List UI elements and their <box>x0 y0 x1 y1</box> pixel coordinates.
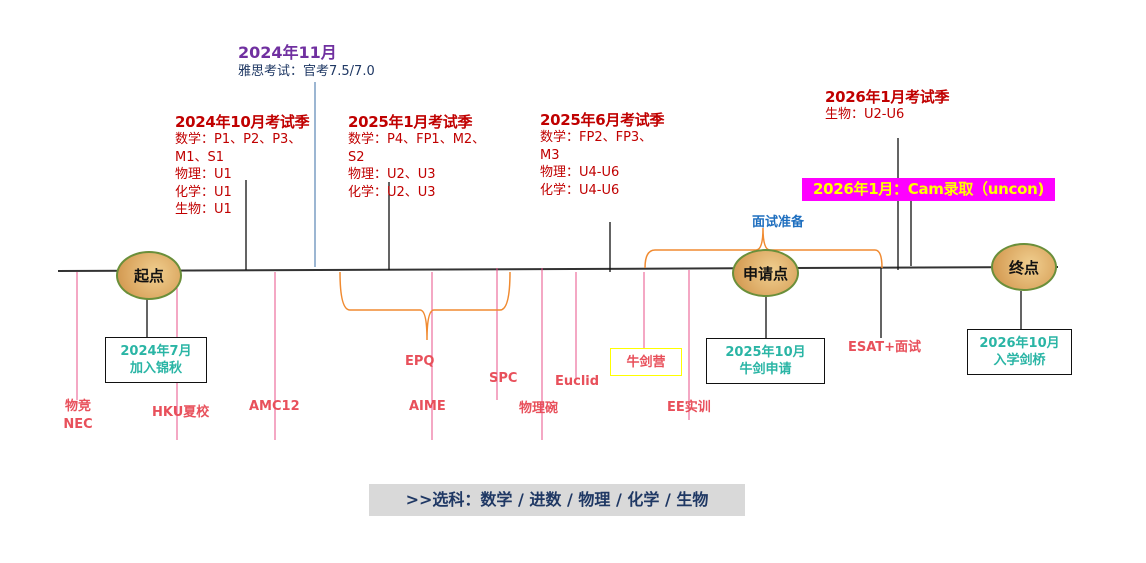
activity-euclid: Euclid <box>555 374 600 389</box>
exam-line: 生物：U1 <box>175 202 232 217</box>
activity-aime: AIME <box>409 399 446 414</box>
exam-line: 物理：U1 <box>175 167 232 182</box>
exam-line: S2 <box>348 149 365 165</box>
offer-banner: 2026年1月：Cam录取（uncon) <box>802 178 1055 201</box>
exam-line: 数学：P4、FP1、M2、 <box>348 132 486 147</box>
exam-line: 生物：U2-U6 <box>825 107 905 122</box>
timeline-axis <box>57 266 1059 272</box>
nec-line1: 物竞 <box>64 399 91 414</box>
exam-line: 化学：U1 <box>175 184 232 200</box>
interview-prep-label: 面试准备 <box>752 215 805 230</box>
apply-text: 牛剑申请 <box>739 362 792 377</box>
exam-line: 数学：P1、P2、P3、 <box>175 132 302 147</box>
interview-bracket <box>644 227 883 269</box>
activity-epq: EPQ <box>405 354 435 369</box>
apply-node: 申请点 <box>732 249 799 297</box>
tick-lines <box>146 138 1022 338</box>
exam-jan2026: 2026年1月考试季 生物：U2-U6 <box>825 88 949 124</box>
ielts-body: 雅思考试：官考7.5/7.0 <box>238 64 375 79</box>
exam-line: 物理：U2、U3 <box>348 167 436 182</box>
activity-esat: ESAT+面试 <box>848 340 922 355</box>
join-box: 2024年7月 加入锦秋 <box>105 337 207 383</box>
exam-line: M3 <box>540 147 560 163</box>
exam-title: 2024年10月考试季 <box>175 113 310 131</box>
start-node: 起点 <box>116 251 182 300</box>
join-date: 2024年7月 <box>120 344 192 359</box>
exam-jun2025: 2025年6月考试季 数学：FP2、FP3、 M3 物理：U4-U6 化学：U4… <box>540 111 664 199</box>
apply-date: 2025年10月 <box>725 345 806 360</box>
join-text: 加入锦秋 <box>129 361 182 376</box>
ielts-event: 2024年11月 雅思考试：官考7.5/7.0 <box>238 43 375 80</box>
exam-line: 化学：U2、U3 <box>348 184 436 200</box>
activity-spc: SPC <box>489 371 518 386</box>
exam-oct2024: 2024年10月考试季 数学：P1、P2、P3、 M1、S1 物理：U1 化学：… <box>175 113 310 219</box>
ielts-title: 2024年11月 <box>238 43 337 62</box>
activity-hku: HKU夏校 <box>152 405 210 420</box>
exam-line: M1、S1 <box>175 149 225 165</box>
end-node: 终点 <box>991 243 1057 291</box>
exam-line: 数学：FP2、FP3、 <box>540 130 653 145</box>
enroll-text: 入学剑桥 <box>993 353 1046 368</box>
activity-physics-bowl: 物理碗 <box>519 401 559 416</box>
epq-bracket <box>339 271 511 341</box>
subject-footer: >>选科：数学 / 进数 / 物理 / 化学 / 生物 <box>369 484 745 516</box>
activity-amc12: AMC12 <box>249 399 300 414</box>
enroll-date: 2026年10月 <box>979 336 1060 351</box>
activity-nec: 物竞 NEC <box>58 398 98 434</box>
exam-title: 2026年1月考试季 <box>825 88 950 106</box>
exam-line: 物理：U4-U6 <box>540 165 620 180</box>
exam-title: 2025年6月考试季 <box>540 111 665 129</box>
exam-title: 2025年1月考试季 <box>348 113 473 131</box>
apply-box: 2025年10月 牛剑申请 <box>706 338 825 384</box>
exam-jan2025: 2025年1月考试季 数学：P4、FP1、M2、 S2 物理：U2、U3 化学：… <box>348 113 485 201</box>
nec-line2: NEC <box>63 417 93 432</box>
camp-box: 牛剑营 <box>610 348 682 376</box>
enroll-box: 2026年10月 入学剑桥 <box>967 329 1072 375</box>
activity-ee: EE实训 <box>667 400 711 415</box>
exam-line: 化学：U4-U6 <box>540 182 620 198</box>
